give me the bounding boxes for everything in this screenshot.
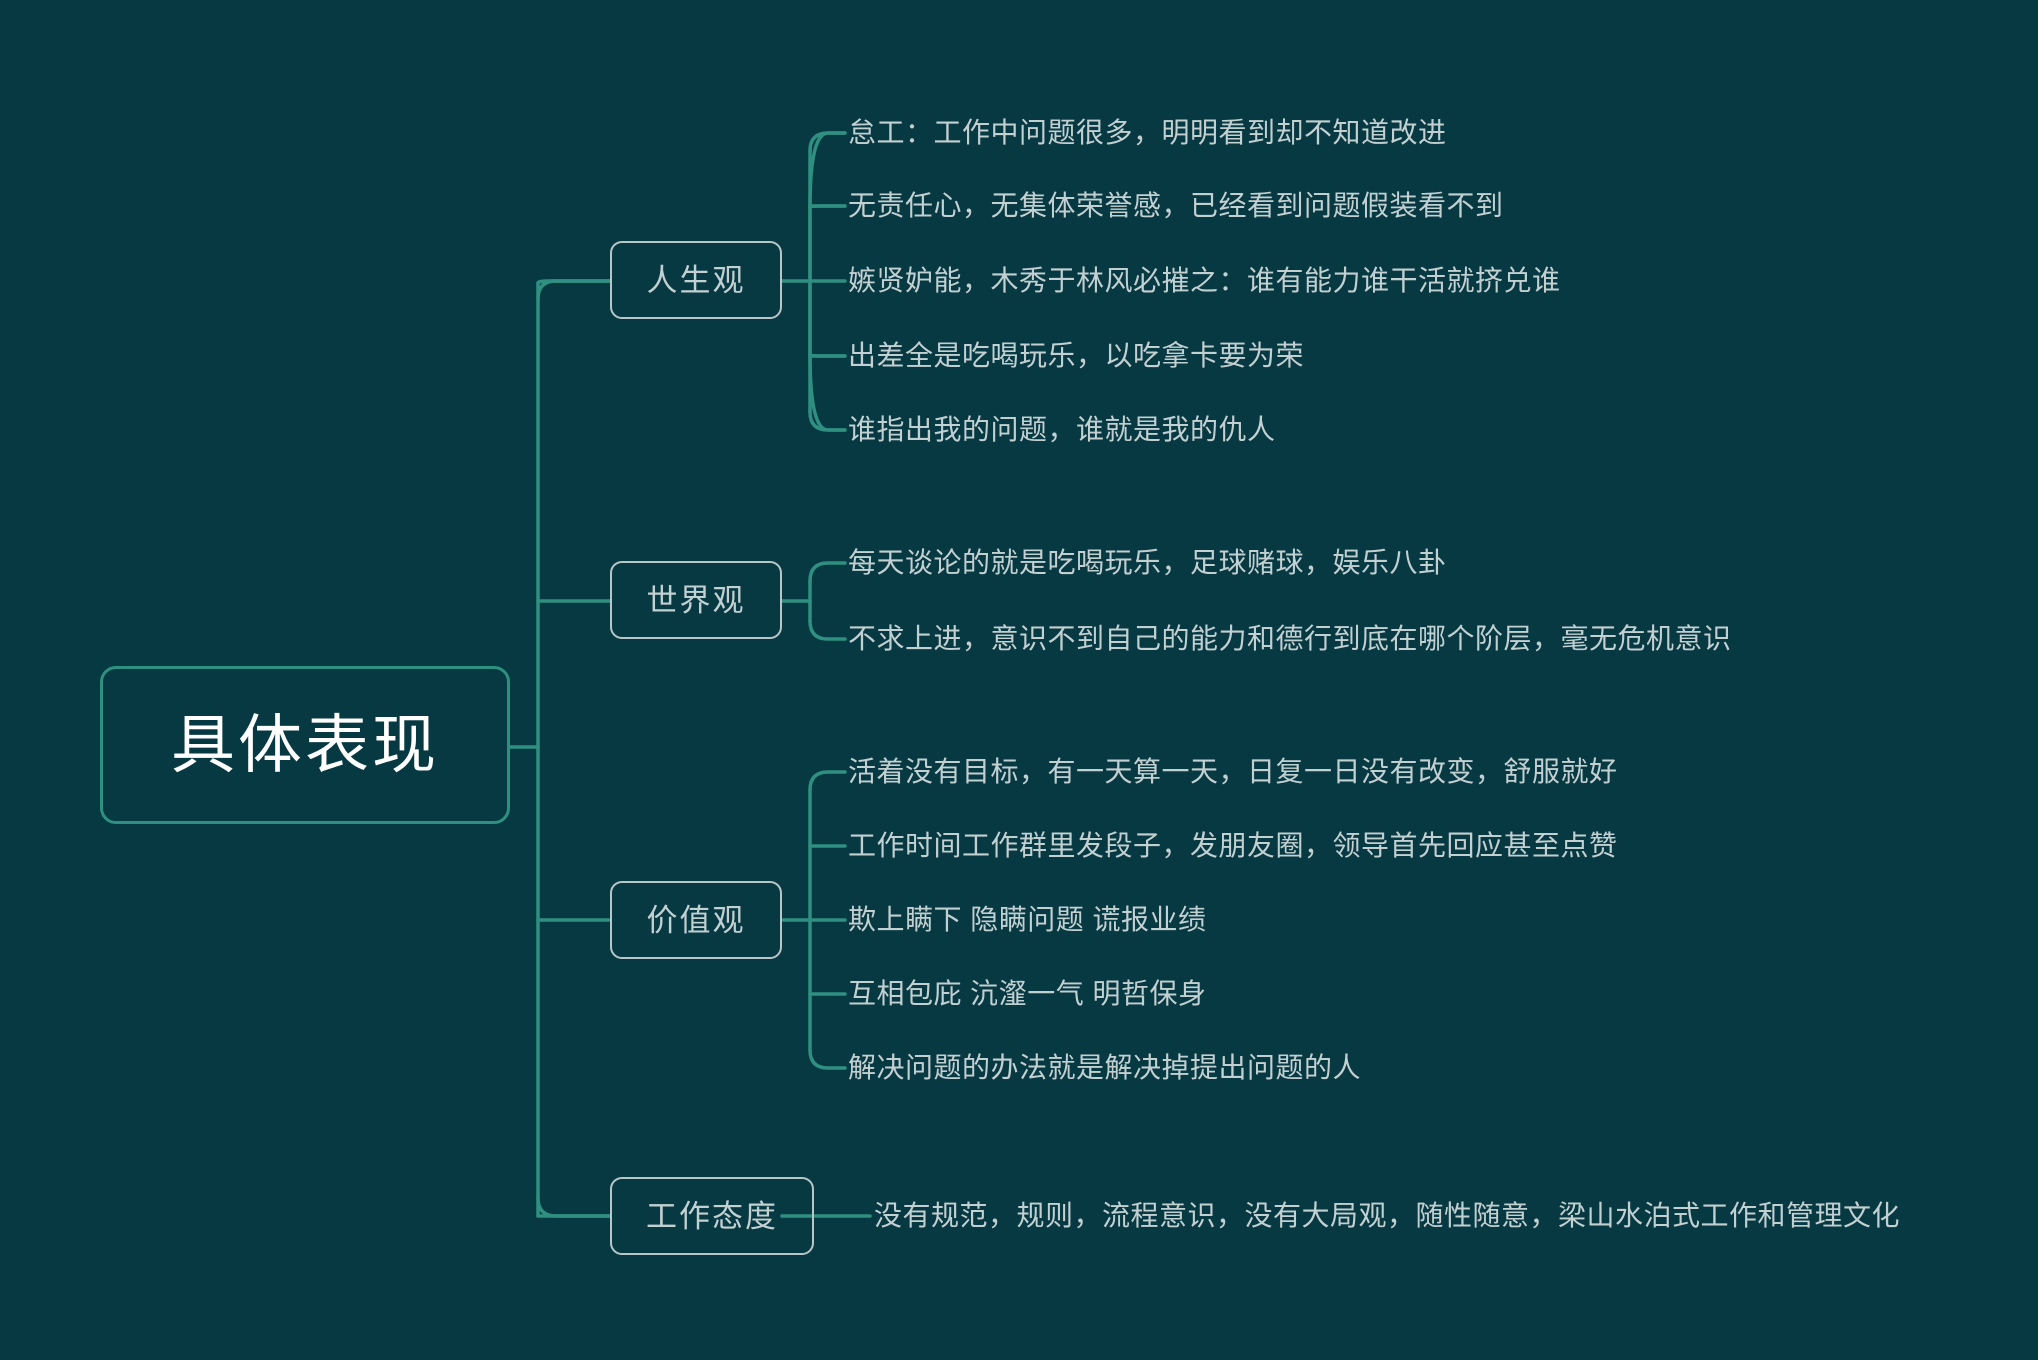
leaf-2-3[interactable]: 互相包庇 沆瀣一气 明哲保身 — [848, 978, 1207, 1009]
root-node[interactable]: 具体表现 — [100, 666, 510, 824]
leaf-2-4[interactable]: 解决问题的办法就是解决掉提出问题的人 — [848, 1052, 1362, 1083]
leaf-1-1[interactable]: 不求上进，意识不到自己的能力和德行到底在哪个阶层，毫无危机意识 — [848, 623, 1732, 654]
leaf-3-0[interactable]: 没有规范，规则，流程意识，没有大局观，随性随意，梁山水泊式工作和管理文化 — [874, 1200, 1901, 1231]
root-node-label: 具体表现 — [171, 709, 439, 781]
leaf-0-1[interactable]: 无责任心，无集体荣誉感，已经看到问题假装看不到 — [848, 190, 1504, 221]
leaf-0-4[interactable]: 谁指出我的问题，谁就是我的仇人 — [848, 414, 1276, 445]
leaf-0-3[interactable]: 出差全是吃喝玩乐，以吃拿卡要为荣 — [848, 340, 1305, 371]
branch-node-2[interactable]: 价值观 — [610, 881, 782, 959]
branch-node-3[interactable]: 工作态度 — [610, 1177, 814, 1255]
leaf-2-0[interactable]: 活着没有目标，有一天算一天，日复一日没有改变，舒服就好 — [848, 756, 1618, 787]
branch-node-3-label: 工作态度 — [646, 1198, 778, 1234]
branch-node-0[interactable]: 人生观 — [610, 241, 782, 319]
leaf-2-1[interactable]: 工作时间工作群里发段子，发朋友圈，领导首先回应甚至点赞 — [848, 830, 1618, 861]
leaf-1-0[interactable]: 每天谈论的就是吃喝玩乐，足球赌球，娱乐八卦 — [848, 547, 1447, 578]
leaf-0-2[interactable]: 嫉贤妒能，木秀于林风必摧之：谁有能力谁干活就挤兑谁 — [848, 265, 1561, 296]
branch-node-0-label: 人生观 — [646, 262, 746, 298]
branch-node-1-label: 世界观 — [646, 582, 746, 618]
branch-node-2-label: 价值观 — [646, 902, 746, 938]
leaf-0-0[interactable]: 怠工：工作中问题很多，明明看到却不知道改进 — [848, 117, 1447, 148]
leaf-2-2[interactable]: 欺上瞒下 隐瞒问题 谎报业绩 — [848, 904, 1207, 935]
branch-node-1[interactable]: 世界观 — [610, 561, 782, 639]
